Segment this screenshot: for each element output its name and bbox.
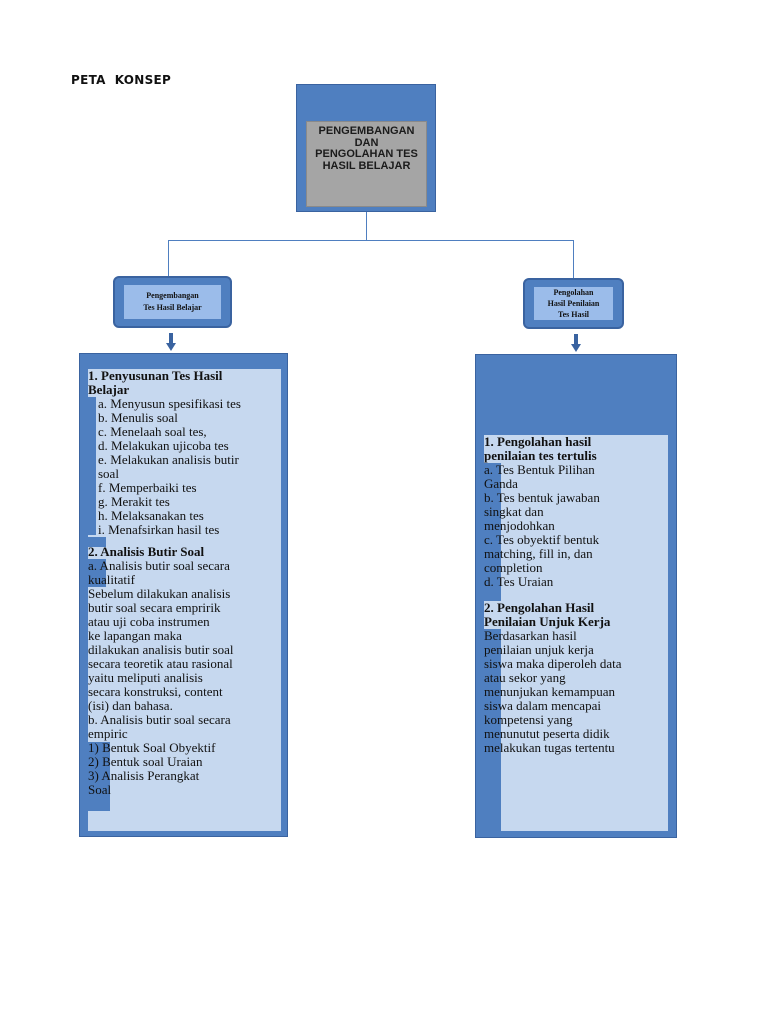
text-line: Berdasarkan hasil <box>484 628 577 643</box>
list-item: c. Tes obyektif bentuk <box>484 532 600 547</box>
right-heading-bg <box>484 435 501 463</box>
text-line: siswa maka diperoleh data <box>484 656 622 671</box>
list-item: d. Tes Uraian <box>484 574 554 589</box>
text-line: (isi) dan bahasa. <box>88 698 173 713</box>
text-line: atau sekor yang <box>484 670 566 685</box>
list-item: e. Melakukan analisis butir <box>98 452 239 467</box>
left-branch-line: Tes Hasil Belajar <box>143 303 202 312</box>
root-node-label-box: PENGEMBANGAN DAN PENGOLAHAN TES HASIL BE… <box>306 121 427 207</box>
text-line: 2) Bentuk soal Uraian <box>88 754 203 769</box>
down-arrow-icon <box>166 333 176 351</box>
section-heading: penilaian tes tertulis <box>484 448 597 463</box>
text-line: Soal <box>88 782 112 797</box>
text-line: yaitu meliputi analisis <box>88 670 203 685</box>
list-item: completion <box>484 560 543 575</box>
left-content-area <box>88 369 281 831</box>
right-branch-line: Pengolahan <box>553 288 594 297</box>
text-line: penilaian unjuk kerja <box>484 642 594 657</box>
text-line: empiric <box>88 726 128 741</box>
list-item: h. Melaksanakan tes <box>98 508 204 523</box>
text-line: melakukan tugas tertentu <box>484 740 615 755</box>
text-line: Sebelum dilakukan analisis <box>88 586 231 601</box>
section-heading: 1. Penyusunan Tes Hasil <box>88 368 223 383</box>
root-line: PENGOLAHAN TES <box>315 148 418 160</box>
right-branch-node: Pengolahan Hasil Penilaian Tes Hasil <box>523 278 624 329</box>
list-item: c. Menelaah soal tes, <box>98 424 207 439</box>
root-node-label: PENGEMBANGAN DAN PENGOLAHAN TES HASIL BE… <box>307 125 426 172</box>
list-item: a. Menyusun spesifikasi tes <box>98 396 241 411</box>
text-line: a. Analisis butir soal secara <box>88 558 230 573</box>
connector-root-down <box>366 212 367 240</box>
text-line: 3) Analisis Perangkat <box>88 768 200 783</box>
root-line: PENGEMBANGAN <box>318 125 415 137</box>
section-heading: Belajar <box>88 382 130 397</box>
text-line: secara teoretik atau rasional <box>88 656 233 671</box>
left-list-bar <box>88 537 106 547</box>
list-item: soal <box>98 466 119 481</box>
left-branch-label: Pengembangan Tes Hasil Belajar <box>124 285 221 319</box>
list-item: g. Merakit tes <box>98 494 170 509</box>
text-line: siswa dalam mencapai <box>484 698 601 713</box>
list-item: menjodohkan <box>484 518 555 533</box>
connector-right-down <box>573 240 574 278</box>
left-branch-node: Pengembangan Tes Hasil Belajar <box>113 276 232 328</box>
text-line: menunutut peserta didik <box>484 726 610 741</box>
right-branch-label: Pengolahan Hasil Penilaian Tes Hasil <box>534 287 613 320</box>
text-line: ke lapangan maka <box>88 628 182 643</box>
right-branch-line: Tes Hasil <box>557 310 590 319</box>
text-line: menunjukan kemampuan <box>484 684 616 699</box>
list-item: a. Tes Bentuk Pilihan <box>484 462 595 477</box>
right-branch-line: Hasil Penilaian <box>547 299 600 308</box>
right-panel-text: 1. Pengolahan hasil penilaian tes tertul… <box>484 435 622 755</box>
list-item: i. Menafsirkan hasil tes <box>98 522 220 537</box>
text-line: atau uji coba instrumen <box>88 614 210 629</box>
section-heading: 2. Analisis Butir Soal <box>88 544 205 559</box>
connector-left-down <box>168 240 169 276</box>
left-list-bar <box>88 742 110 811</box>
text-line: butir soal secara empririk <box>88 600 221 615</box>
list-item: singkat dan <box>484 504 544 519</box>
root-line: HASIL BELAJAR <box>322 159 411 172</box>
left-list-bar <box>88 559 106 587</box>
root-line: DAN <box>354 136 379 149</box>
text-line: kualitatif <box>88 572 135 587</box>
connector-horizontal <box>168 240 574 241</box>
right-content-area <box>501 435 668 831</box>
list-item: f. Memperbaiki tes <box>98 480 197 495</box>
decor <box>88 382 95 396</box>
text-line: dilakukan analisis butir soal <box>88 642 234 657</box>
section-heading: 2. Pengolahan Hasil <box>484 600 595 615</box>
left-branch-line: Pengembangan <box>146 291 199 300</box>
text-line: secara konstruksi, content <box>88 684 223 699</box>
section-heading: Penilaian Unjuk Kerja <box>484 614 611 629</box>
section-heading: 1. Pengolahan hasil <box>484 434 592 449</box>
text-line: b. Analisis butir soal secara <box>88 712 231 727</box>
left-list-bar <box>88 397 96 535</box>
list-item: b. Tes bentuk jawaban <box>484 490 600 505</box>
list-item: d. Melakukan ujicoba tes <box>98 438 229 453</box>
list-item: Ganda <box>484 476 518 491</box>
page-title: PETA KONSEP <box>71 73 172 87</box>
list-item: b. Menulis soal <box>98 410 178 425</box>
down-arrow-icon <box>571 334 581 352</box>
left-panel-text: 1. Penyusunan Tes Hasil Belajar a. Menyu… <box>88 369 241 797</box>
right-heading-bg <box>484 601 501 629</box>
text-line: kompetensi yang <box>484 712 573 727</box>
text-line: 1) Bentuk Soal Obyektif <box>88 740 216 755</box>
list-item: matching, fill in, dan <box>484 546 593 561</box>
